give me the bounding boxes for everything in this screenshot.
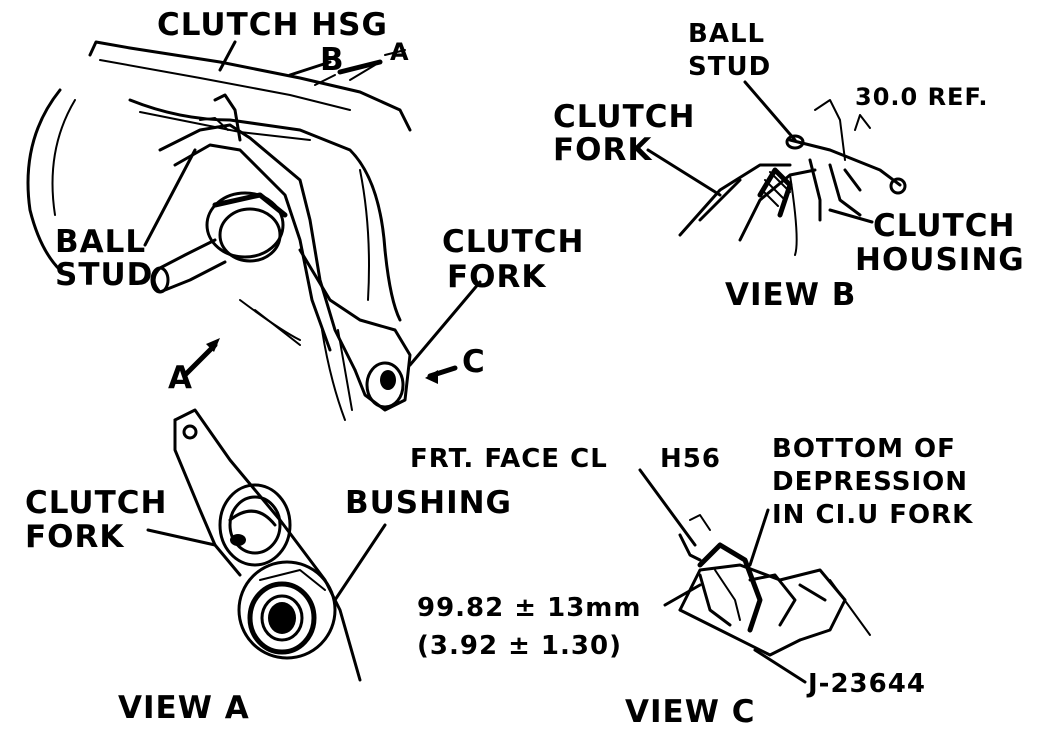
- vb-ball-stud-label-2: STUD: [688, 52, 771, 82]
- clutch-hsg-label: CLUTCH HSG: [157, 7, 388, 43]
- main-view-drawing: [26, 40, 458, 421]
- b-ref-leader: [288, 60, 332, 77]
- view-a-drawing: [173, 408, 362, 682]
- vb-ball-stud-leader: [743, 80, 797, 142]
- view-c-caption: VIEW C: [625, 694, 755, 730]
- vb-clutch-fork-leader: [646, 148, 722, 197]
- vb-clutch-housing-label-1: CLUTCH: [873, 208, 1015, 244]
- vc-tool-label: J-23644: [806, 669, 926, 699]
- vb-clutch-fork-label-1: CLUTCH: [553, 99, 695, 135]
- vb-clutch-fork-label-2: FORK: [553, 132, 652, 168]
- view-c-drawing: [678, 514, 871, 657]
- vc-dim-mm-label: 99.82 ± 13mm: [417, 593, 642, 623]
- vb-dimension-label: 30.0 REF.: [855, 83, 988, 111]
- vc-h56-label: H56: [660, 444, 721, 474]
- vb-clutch-housing-label-2: HOUSING: [855, 242, 1025, 278]
- vc-bottom-label-3: IN CI.U FORK: [772, 500, 973, 530]
- clutch-fork-leader: [408, 280, 482, 367]
- clutch-fork-label-2: FORK: [447, 259, 546, 295]
- va-bushing-label: BUSHING: [345, 485, 512, 521]
- ref-b-label: B: [320, 42, 345, 78]
- view-b-drawing: [678, 99, 907, 256]
- va-clutch-fork-leader: [146, 528, 217, 547]
- ball-stud-label-1: BALL: [55, 224, 146, 260]
- vb-housing-leader: [828, 208, 874, 224]
- vc-tool-leader: [753, 648, 807, 684]
- ref-a-label: A: [168, 360, 193, 396]
- ref-c-label: C: [462, 344, 486, 380]
- clutch-hsg-leader: [218, 40, 237, 72]
- vc-dim-leader: [663, 583, 702, 607]
- va-clutch-fork-label-2: FORK: [25, 519, 124, 555]
- view-b-caption: VIEW B: [725, 277, 856, 313]
- vc-frt-face-leader: [638, 468, 697, 547]
- view-a-caption: VIEW A: [118, 690, 250, 726]
- vc-bottom-label-1: BOTTOM OF: [772, 434, 956, 464]
- vc-dim-in-label: (3.92 ± 1.30): [417, 631, 622, 661]
- vc-frt-face-label: FRT. FACE CL: [410, 444, 608, 474]
- va-bushing-leader: [333, 523, 387, 602]
- clutch-fork-label-1: CLUTCH: [442, 224, 584, 260]
- ball-stud-leader: [143, 148, 197, 247]
- vb-ball-stud-label-1: BALL: [688, 19, 765, 49]
- ref-a-top-label: A: [390, 38, 410, 66]
- va-clutch-fork-label-1: CLUTCH: [25, 485, 167, 521]
- vc-bottom-label-2: DEPRESSION: [772, 467, 968, 497]
- vc-bottom-leader: [748, 508, 770, 567]
- ball-stud-label-2: STUD: [55, 257, 153, 293]
